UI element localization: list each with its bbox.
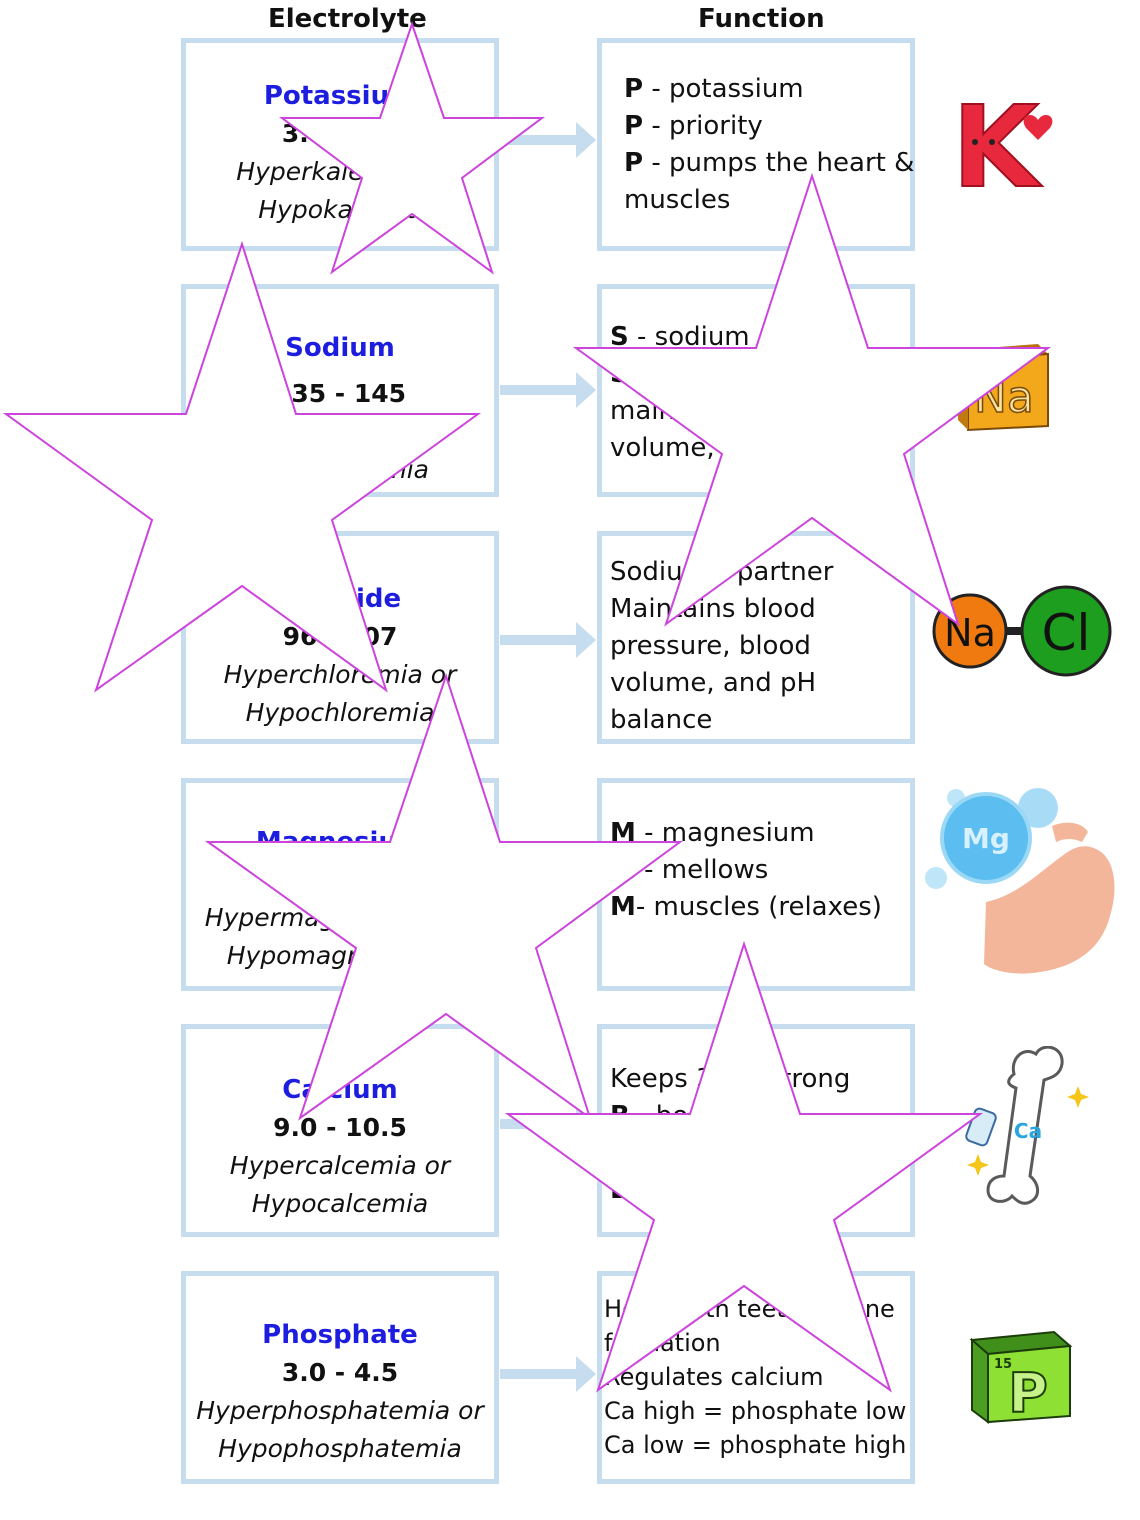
magnesium-muscle-icon: Mg [925,788,1115,974]
function-line: M- muscles (relaxes) [610,892,882,922]
arrow-icon [500,372,596,408]
function-line: B - bones [610,1101,735,1131]
function-line: S - sodium [610,322,750,352]
function-line: Maintains blood [610,594,816,624]
arrow-icon [500,1106,596,1142]
electrolyte-box-potassium: Potassium 3.5 - 5.0 Hyperkalemia or Hypo… [181,38,499,251]
electrolyte-box-phosphate: Phosphate 3.0 - 4.5 Hyperphosphatemia or… [181,1271,499,1484]
function-box-magnesium: M - magnesium M - mellows M- muscles (re… [597,778,915,991]
normal-range: 3.5 - 5.0 [281,119,399,148]
function-line: M - magnesium [610,818,815,848]
svg-text:Mg: Mg [962,822,1010,855]
electrolyte-name: Chloride [278,584,402,614]
electrolyte-header: Electrolyte [268,4,427,34]
svg-text:P: P [1008,1362,1048,1425]
svg-text:Cl: Cl [1042,604,1091,662]
hypo-condition: Hyponatremia [250,455,429,484]
electrolyte-box-chloride: Chloride 96 - 107 Hyperchloremia or Hypo… [181,531,499,744]
nacl-molecule-icon: Na Cl [932,585,1112,677]
function-line: muscles [624,185,731,215]
hyper-condition: Hyperphosphatemia or [196,1396,484,1425]
svg-text:Na: Na [974,372,1034,423]
electrolyte-name: Sodium [285,333,395,363]
function-line: pressure, blood [610,631,811,661]
function-line: Ca high = phosphate low [604,1397,907,1425]
electrolyte-box-magnesium: Magnesium 1.3 - 2.1 Hypermagnesemia or H… [181,778,499,991]
function-line: volume, and pH [610,668,817,698]
phosphorus-element-icon: 15 P [969,1330,1073,1426]
normal-range: 135 - 145 [273,379,407,408]
electrolyte-name: Phosphate [262,1320,418,1350]
hypo-condition: Hypocalcemia [251,1189,429,1218]
hyper-condition: Hypercalcemia or [229,1151,451,1180]
electrolyte-name: Magnesium [255,827,425,857]
electrolyte-box-calcium: Calcium 9.0 - 10.5 Hypercalcemia or Hypo… [181,1024,499,1237]
function-line: formation [604,1329,721,1357]
hypo-condition: Hypomagnesemia [226,941,454,970]
function-line: B - beats [610,1175,728,1205]
arrow-icon [500,864,596,900]
calcium-bone-icon: Ca [965,1046,1089,1205]
function-box-calcium: Keeps 3 B's strong B - bones B - blood B… [597,1024,915,1237]
hyper-condition: Hyperchloremia or [223,660,457,689]
function-line: balance [610,705,713,735]
normal-range: 96 - 107 [282,622,398,651]
function-line: Keeps 3 B's strong [610,1064,851,1094]
function-line: B - blood [610,1138,728,1168]
arrow-icon [500,1356,596,1392]
function-box-phosphate: Helps with teeth & bone formation Regula… [597,1271,915,1484]
electrolyte-name: Calcium [282,1075,398,1105]
normal-range: 3.0 - 4.5 [281,1358,399,1387]
normal-range: 1.3 - 2.1 [281,865,399,894]
function-line: P - priority [624,111,763,141]
function-line: Regulates calcium [604,1363,824,1391]
hyper-condition: Hypermagnesemia or [204,903,476,932]
svg-text:15: 15 [994,1357,1012,1372]
hypo-condition: Hypokalemia [258,195,422,224]
function-line: volume, fluid balance [610,433,891,463]
function-line: P - potassium [624,74,804,104]
letter-k-heart-icon: K [951,84,1053,194]
svg-text:Ca: Ca [1014,1119,1042,1143]
svg-text:Na: Na [944,611,996,655]
function-box-potassium: P - potassium P - priority P - pumps the… [597,38,915,251]
function-line: Ca low = phosphate high [604,1431,907,1459]
hypo-condition: Hypophosphatemia [218,1434,462,1463]
hyper-condition: Hyperkalemia or [236,157,444,186]
normal-range: 9.0 - 10.5 [273,1113,407,1142]
function-line: Sodium's partner [610,557,834,587]
svg-text:K: K [952,84,1043,194]
arrow-icon [500,622,596,658]
arrow-icon [500,122,596,158]
function-box-chloride: Sodium's partner Maintains blood pressur… [597,531,915,744]
function-line: S - salt [610,359,702,389]
sodium-element-icon: Na [958,344,1049,432]
hyper-condition: Hypernatremia or [229,417,451,446]
hypo-condition: Hypochloremia [245,698,435,727]
function-line: M - mellows [610,855,769,885]
electrolyte-name: Potassium [263,81,417,111]
function-line: Helps with teeth & bone [604,1295,895,1323]
function-box-sodium: S - sodium S - salt maintains blood volu… [597,284,915,497]
function-line: P - pumps the heart & [624,148,915,178]
function-header: Function [698,4,825,34]
electrolyte-box-sodium: Sodium 135 - 145 Hypernatremia or Hypona… [181,284,499,497]
function-line: maintains blood [610,396,819,426]
